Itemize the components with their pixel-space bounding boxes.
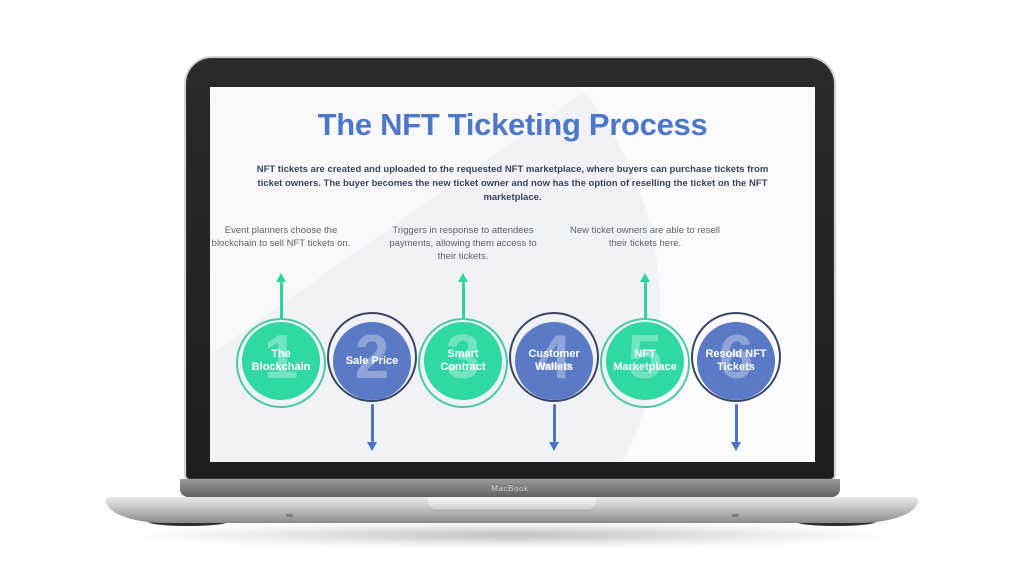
step-number: 4	[536, 322, 572, 392]
step-ring	[236, 318, 326, 408]
laptop-lid-notch	[427, 497, 597, 511]
step-label: Resold NFT Tickets	[705, 348, 767, 373]
step-label: The Blockchain	[251, 348, 311, 373]
arrow-up-icon	[457, 273, 469, 320]
base-screw-dot	[286, 514, 293, 517]
step-ring	[418, 318, 508, 408]
step-label: Smart Contract	[440, 348, 486, 373]
step-ring	[600, 318, 690, 408]
step-description-3: Triggers in response to attendees paymen…	[389, 225, 537, 262]
step-number: 5	[627, 322, 663, 392]
step-label: NFT Marketplace	[613, 348, 677, 373]
step-label: Customer Wallets	[528, 348, 580, 373]
step-circle-3: 3 Smart Contract	[424, 322, 502, 400]
step-label: Sale Price	[345, 354, 399, 367]
step-number: 3	[445, 322, 481, 392]
arrow-up-icon	[639, 273, 651, 320]
base-screw-dot	[732, 514, 739, 517]
laptop-base	[106, 497, 918, 523]
step-ring	[691, 312, 781, 402]
laptop-bezel: The NFT Ticketing Process NFT tickets ar…	[186, 58, 834, 479]
laptop-shadow	[128, 523, 896, 547]
step-circle-5: 5 NFT Marketplace	[606, 322, 684, 400]
slide-subtitle: NFT tickets are created and uploaded to …	[256, 164, 769, 203]
laptop-hinge: MacBook	[180, 479, 840, 497]
arrow-down-icon	[730, 404, 742, 451]
step-ring	[509, 312, 599, 402]
arrow-down-icon	[548, 404, 560, 451]
step-description-5: New ticket owners are able to resell the…	[570, 225, 720, 249]
step-circle-2: 2 Sale Price	[333, 322, 411, 400]
macbook-brand-label: MacBook	[491, 483, 529, 493]
step-circle-1: 1 The Blockchain	[242, 322, 320, 400]
step-circle-6: 6 Resold NFT Tickets	[697, 322, 775, 400]
step-number: 1	[263, 322, 299, 392]
arrow-up-icon	[275, 273, 287, 320]
step-number: 6	[718, 322, 754, 392]
step-description-1: Event planners choose the blockchain to …	[211, 225, 351, 249]
step-number: 2	[354, 322, 390, 392]
slide-title: The NFT Ticketing Process	[317, 107, 708, 142]
laptop-screen: The NFT Ticketing Process NFT tickets ar…	[210, 87, 815, 462]
step-circle-4: 4 Customer Wallets	[515, 322, 593, 400]
slide: The NFT Ticketing Process NFT tickets ar…	[210, 87, 815, 462]
step-ring	[327, 312, 417, 402]
arrow-down-icon	[366, 404, 378, 451]
